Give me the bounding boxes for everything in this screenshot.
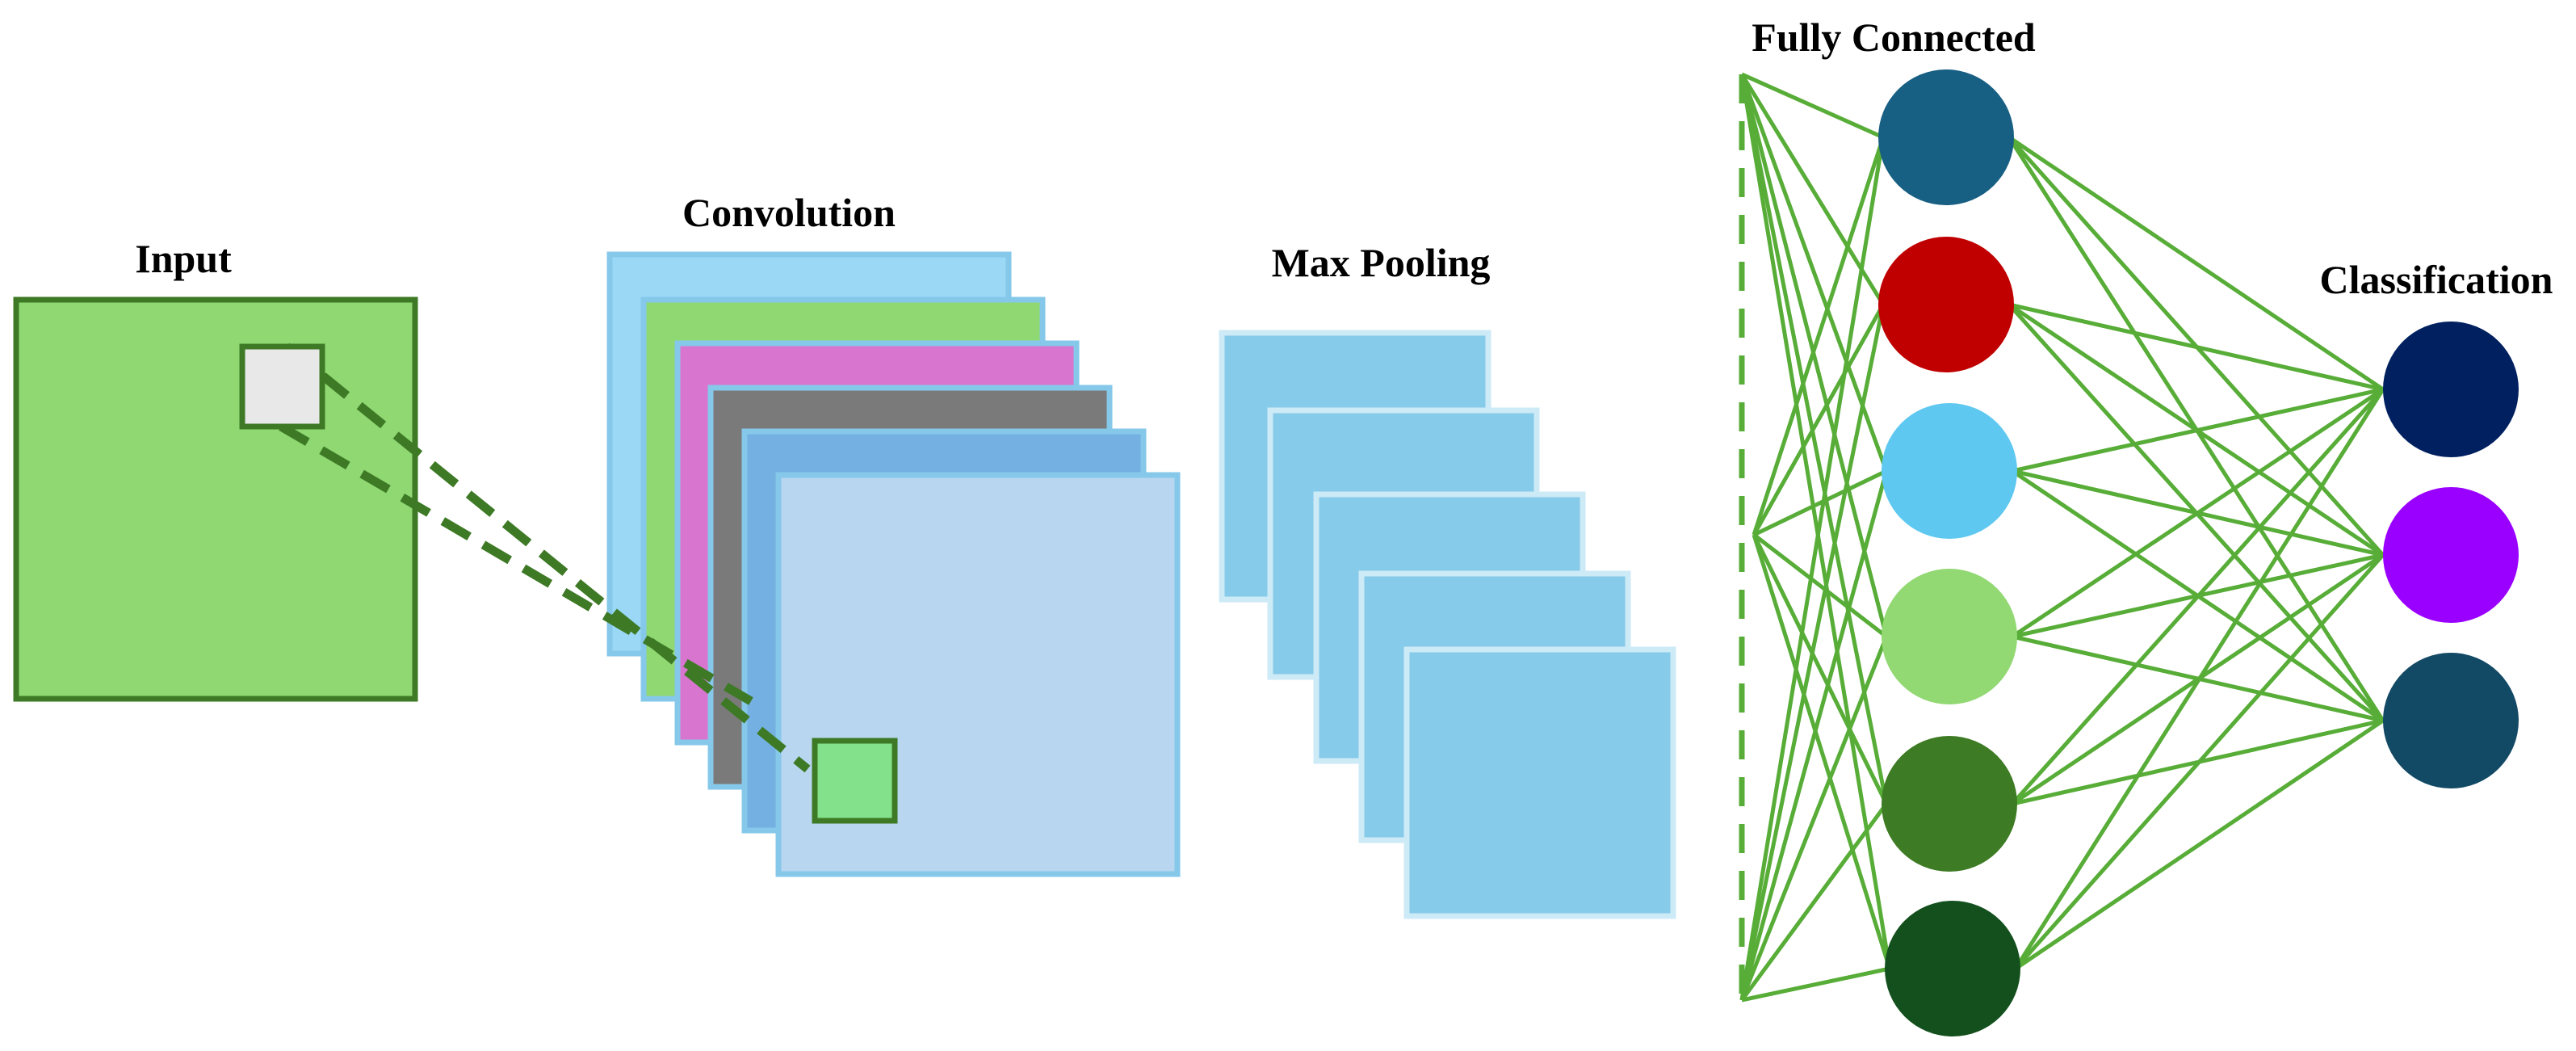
connection-edge (1739, 74, 1889, 805)
connection-edge (2014, 553, 2385, 970)
receptive-field-line-top (283, 343, 811, 773)
pooling-feature-map (1403, 646, 1676, 919)
connection-edge (2014, 718, 2385, 971)
connection-edge (1739, 636, 1889, 1001)
classification-layer (2383, 322, 2519, 788)
max-pooling-stack (1219, 330, 1676, 919)
connection-edge (1752, 469, 1888, 537)
connection-edge (1739, 470, 1889, 1001)
connection-edge (2012, 387, 2384, 473)
connection-edge (1752, 533, 1888, 638)
max-pooling-label: Max Pooling (1272, 240, 1491, 285)
kernel-patch (239, 343, 325, 430)
connection-edge (1739, 802, 1889, 1002)
connection-edge (2013, 388, 2385, 970)
fully-connected-node (1882, 403, 2017, 539)
connection-edge (2008, 135, 2385, 392)
connection-edge (1752, 534, 1892, 969)
classification-label: Classification (2320, 257, 2553, 302)
fully-connected-label: Fully Connected (1752, 15, 2036, 60)
convolution-label: Convolution (682, 190, 896, 235)
fully-connected-node (1878, 237, 2014, 372)
feature-map-patch (812, 738, 898, 824)
connection-edge (1741, 966, 1890, 1003)
fully-connected-node (1878, 69, 2014, 205)
connection-edge (1739, 73, 1886, 306)
fully-connected-node (1882, 569, 2017, 704)
input-image (13, 296, 418, 702)
fully-connected-layer (1878, 69, 2020, 1036)
connection-edge (2011, 388, 2385, 805)
fully-connected-node (1882, 736, 2017, 872)
connection-edge (1752, 303, 1886, 536)
connection-edge (1752, 137, 1886, 536)
connection-edge (2011, 387, 2385, 639)
connection-edge (2008, 302, 2384, 392)
classification-node (2383, 322, 2519, 457)
connection-edge (1739, 74, 1892, 969)
classification-node (2383, 653, 2519, 788)
connection-edge (1739, 137, 1886, 1001)
classification-node (2383, 487, 2519, 623)
fully-connected-node (1885, 901, 2020, 1036)
flatten-to-fully-connected-edges (1739, 72, 1892, 1003)
input-label: Input (135, 236, 232, 281)
connection-edge (1739, 304, 1886, 1001)
connection-edge (1740, 72, 1885, 140)
connection-edge (1752, 533, 1889, 805)
fully-connected-to-classification-edges (2007, 135, 2385, 971)
convolution-stack (606, 251, 1181, 877)
